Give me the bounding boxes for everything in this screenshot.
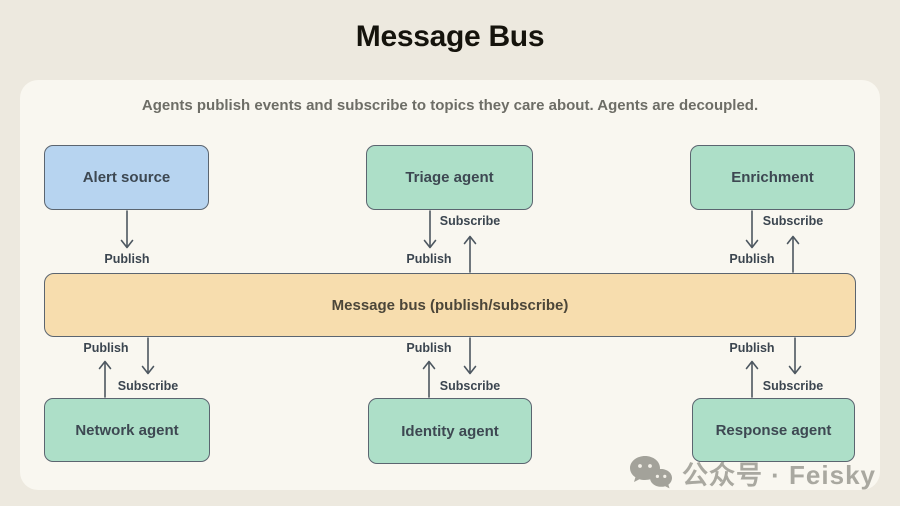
node-alert-source-label: Alert source — [82, 169, 171, 186]
watermark: 公众号 · Feisky — [628, 452, 876, 494]
message-bus-bar[interactable]: Message bus (publish/subscribe) — [44, 273, 856, 337]
node-triage-agent-label: Triage agent — [405, 169, 494, 186]
node-network-agent-label: Network agent — [75, 421, 179, 439]
node-response-agent-label: Response agent — [715, 421, 832, 439]
subscribe-label-identity: Subscribe — [439, 379, 501, 393]
watermark-text: 公众号 · Feisky — [681, 459, 876, 490]
publish-label-enrichment: Publish — [729, 252, 775, 266]
publish-label-triage: Publish — [406, 252, 452, 266]
diagram-subtitle: Agents publish events and subscribe to t… — [141, 97, 759, 114]
node-alert-source[interactable]: Alert source — [44, 145, 209, 210]
publish-label-response: Publish — [729, 341, 775, 355]
page-title: Message Bus — [355, 20, 545, 53]
publish-label-identity: Publish — [406, 341, 452, 355]
node-response-agent[interactable]: Response agent — [692, 398, 855, 462]
node-network-agent[interactable]: Network agent — [44, 398, 210, 462]
subscribe-label-response: Subscribe — [762, 379, 824, 393]
subscribe-label-triage: Subscribe — [439, 214, 501, 228]
publish-label-alert: Publish — [104, 252, 150, 266]
node-identity-agent-label: Identity agent — [401, 422, 499, 440]
node-enrichment-label: Enrichment — [731, 169, 814, 186]
node-triage-agent[interactable]: Triage agent — [366, 145, 533, 210]
publish-label-network: Publish — [83, 341, 129, 355]
subscribe-label-enrichment: Subscribe — [762, 214, 824, 228]
subscribe-label-network: Subscribe — [117, 379, 179, 393]
wechat-icon — [628, 453, 674, 493]
node-enrichment[interactable]: Enrichment — [690, 145, 855, 210]
node-identity-agent[interactable]: Identity agent — [368, 398, 532, 464]
message-bus-label: Message bus (publish/subscribe) — [331, 296, 569, 314]
